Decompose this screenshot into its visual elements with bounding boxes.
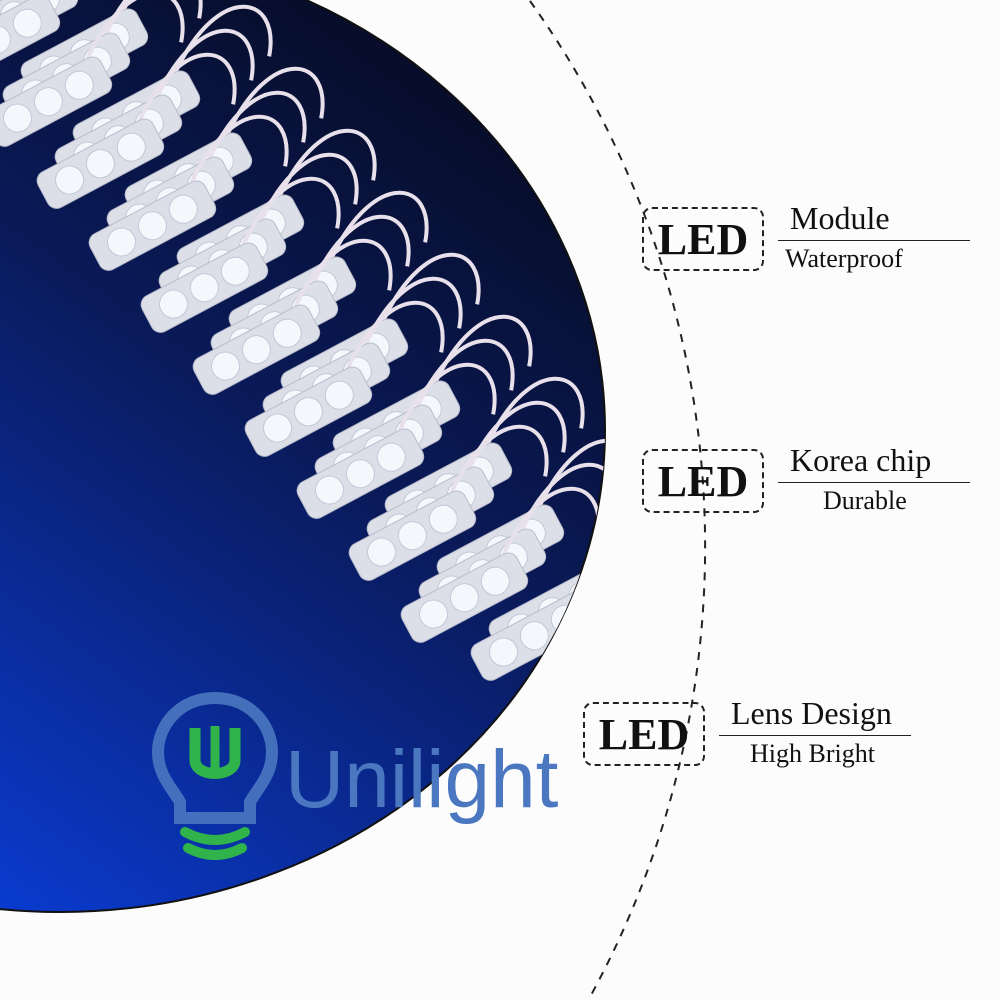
- divider: [719, 735, 911, 736]
- led-lens: [315, 475, 345, 505]
- led-lens: [0, 25, 11, 55]
- led-lens: [489, 637, 519, 667]
- led-module: [192, 238, 393, 395]
- led-lens: [137, 211, 167, 241]
- led-lens: [107, 227, 137, 257]
- led-module: [244, 300, 445, 457]
- lightbulb-logo-icon: [151, 691, 279, 860]
- led-lens: [55, 165, 85, 195]
- led-lens: [589, 659, 605, 689]
- led-lens: [12, 8, 42, 38]
- led-module: [400, 486, 601, 643]
- feature-subtitle: Durable: [823, 486, 907, 515]
- led-lens: [428, 504, 458, 534]
- led-lens: [367, 537, 397, 567]
- led-lens: [189, 273, 219, 303]
- led-lens: [345, 459, 375, 489]
- led-lens: [116, 132, 146, 162]
- led-lens: [64, 70, 94, 100]
- feature-subtitle: High Bright: [750, 739, 875, 768]
- divider: [778, 482, 970, 483]
- led-lens: [272, 318, 302, 348]
- led-lens: [397, 521, 427, 551]
- led-lens: [324, 380, 354, 410]
- led-lens: [480, 566, 510, 596]
- led-lens: [519, 621, 549, 651]
- led-lens: [616, 638, 654, 676]
- led-lens: [85, 149, 115, 179]
- led-badge: LED: [583, 702, 705, 766]
- led-module: [88, 114, 289, 271]
- led-module: [296, 362, 497, 519]
- brand-name: Unilight: [285, 734, 559, 825]
- led-lens: [33, 87, 63, 117]
- divider: [778, 240, 970, 241]
- led-badge: LED: [642, 449, 764, 513]
- feature-title: Lens Design: [731, 695, 892, 731]
- led-badge: LED: [642, 207, 764, 271]
- led-module: [140, 176, 341, 333]
- feature-title: Korea chip: [790, 442, 932, 478]
- led-lens: [419, 599, 449, 629]
- led-lens: [211, 351, 241, 381]
- led-module: [0, 0, 61, 85]
- led-lens: [263, 413, 293, 443]
- led-lens: [220, 256, 250, 286]
- led-lens: [449, 583, 479, 613]
- feature-subtitle: Waterproof: [785, 244, 903, 273]
- led-lens: [241, 335, 271, 365]
- led-module: [348, 424, 549, 581]
- led-module: [0, 0, 185, 147]
- led-module: [36, 52, 237, 209]
- led-lens: [376, 442, 406, 472]
- led-lens: [293, 397, 323, 427]
- led-lens: [3, 103, 33, 133]
- led-lens: [168, 194, 198, 224]
- led-lens: [159, 289, 189, 319]
- feature-title: Module: [790, 200, 890, 236]
